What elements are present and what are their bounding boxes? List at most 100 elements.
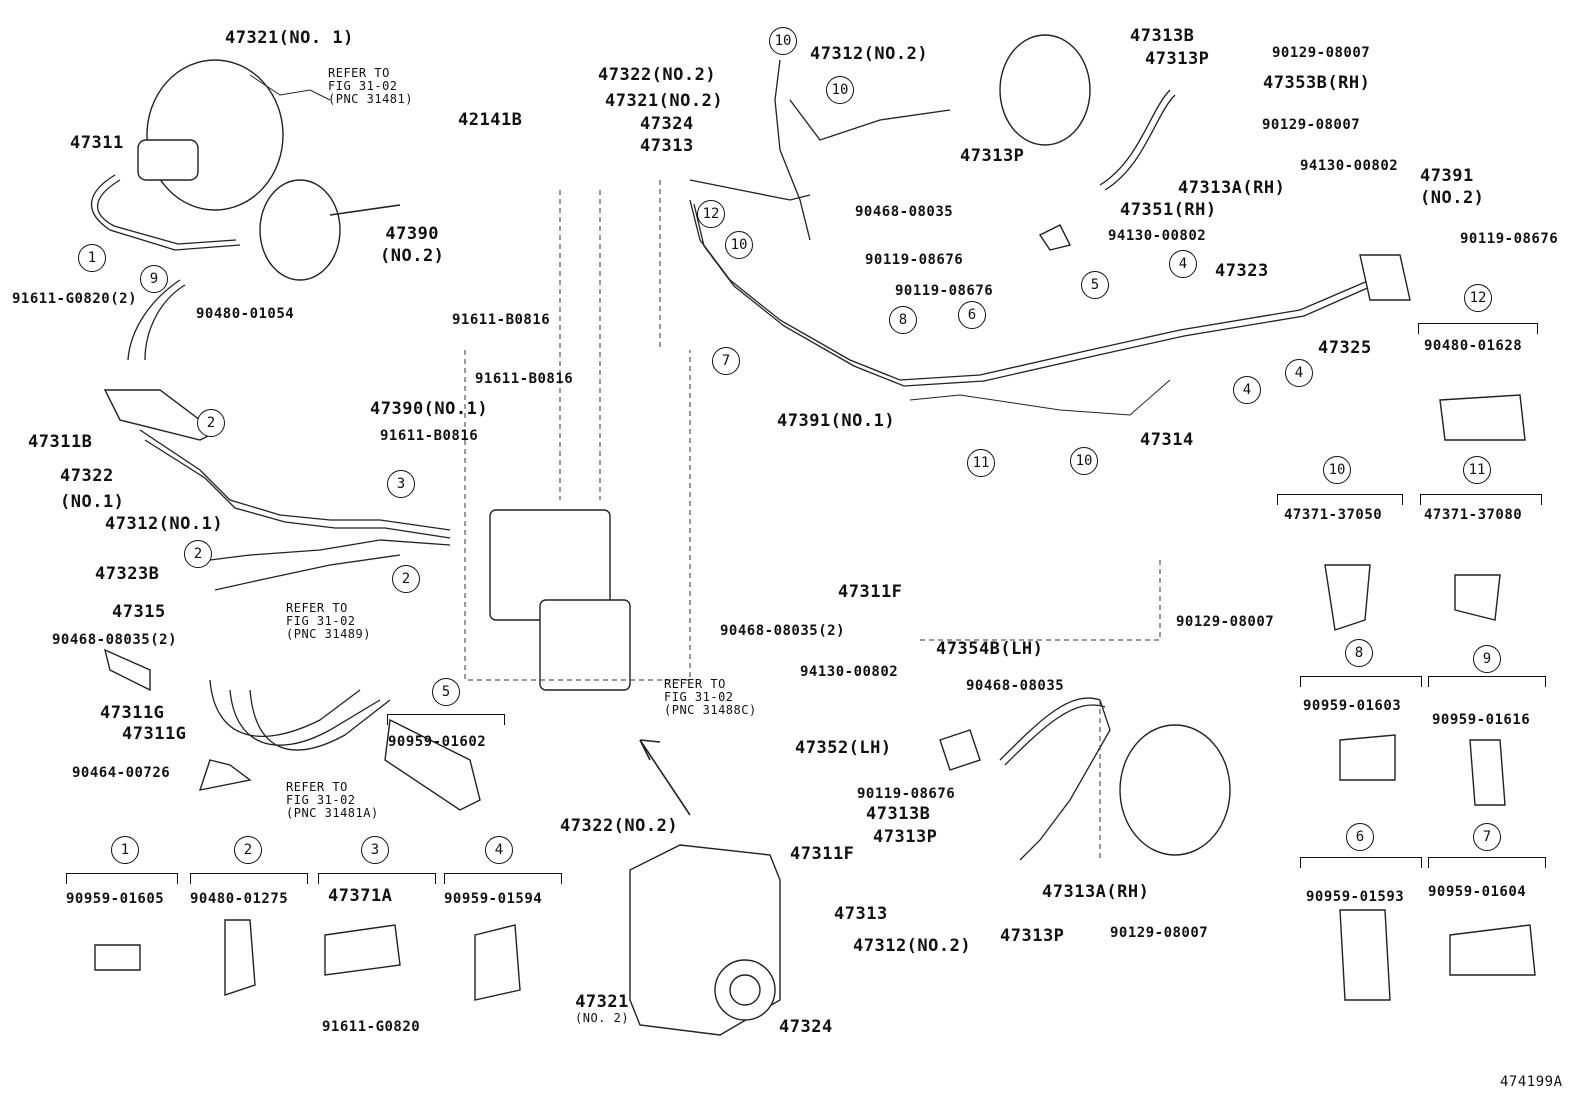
label-90959-01603: 90959-01603	[1303, 698, 1402, 714]
label-47352-lh: 47352(LH)	[795, 738, 892, 758]
label-47313-bottom: 47313	[834, 904, 888, 924]
right-brake-lines	[689, 59, 1373, 416]
callout-3-a: 3	[387, 470, 415, 498]
label-90480-01054: 90480-01054	[196, 306, 295, 322]
callout-8-a: 8	[889, 306, 917, 334]
callout-10-d: 10	[1070, 447, 1098, 475]
label-90468-08035-lower: 90468-08035	[966, 678, 1065, 694]
callout-3-detail: 3	[361, 836, 389, 864]
abs-actuator-center	[464, 180, 691, 691]
label-47322-no2-top: 47322(NO.2)	[598, 65, 717, 85]
label-91611-b0816-b: 91611-B0816	[475, 371, 574, 387]
label-47313p-lower2: 47313P	[1000, 926, 1065, 946]
right-wheel-assemblies	[920, 34, 1411, 861]
detail-bracket-2	[190, 873, 308, 884]
callout-7-a: 7	[712, 347, 740, 375]
label-47371-37080: 47371-37080	[1424, 507, 1523, 523]
label-47321-no1: 47321(NO. 1)	[225, 28, 354, 48]
detail-bracket-6	[1300, 857, 1422, 868]
label-90129-08007-c: 90129-08007	[1176, 614, 1275, 630]
label-47315: 47315	[112, 602, 166, 622]
label-47322-no1: 47322(NO.1)	[60, 466, 125, 512]
label-90464-00726: 90464-00726	[72, 765, 171, 781]
detail-bracket-9	[1428, 676, 1546, 687]
callout-6-detail: 6	[1346, 823, 1374, 851]
label-47391-no1: 47391(NO.1)	[777, 411, 896, 431]
brake-booster	[137, 59, 401, 281]
callout-11-detail: 11	[1463, 456, 1491, 484]
callout-4-c: 4	[1285, 359, 1313, 387]
label-47311b: 47311B	[28, 432, 93, 452]
label-47371-37050: 47371-37050	[1284, 507, 1383, 523]
detail-bracket-3	[318, 873, 436, 884]
callout-12-a: 12	[697, 200, 725, 228]
callout-1-detail: 1	[111, 836, 139, 864]
label-90480-01628: 90480-01628	[1424, 338, 1523, 354]
label-47313-top: 47313	[640, 136, 694, 156]
label-90119-08676-lower: 90119-08676	[857, 786, 956, 802]
label-47325: 47325	[1318, 338, 1372, 358]
label-47313p-lower1: 47313P	[873, 827, 938, 847]
label-47311g-2: 47311G	[122, 724, 187, 744]
label-47313a-rh-lower: 47313A(RH)	[1042, 882, 1150, 902]
label-47321-no2-top: 47321(NO.2)	[605, 91, 724, 111]
label-90119-08676-mid1: 90119-08676	[865, 252, 964, 268]
detail-bracket-1	[66, 873, 178, 884]
label-47312-no2-top: 47312(NO.2)	[810, 44, 929, 64]
label-90129-08007-b: 90129-08007	[1262, 117, 1361, 133]
label-47311f-mid: 47311F	[838, 582, 903, 602]
label-91611-b0816-a: 91611-B0816	[452, 312, 551, 328]
label-47313b-lower: 47313B	[866, 804, 931, 824]
callout-9-a: 9	[140, 265, 168, 293]
callout-7-detail: 7	[1473, 823, 1501, 851]
detail-bracket-10	[1277, 494, 1403, 505]
detail-bracket-12	[1418, 323, 1538, 334]
label-90468-08035-top: 90468-08035	[855, 204, 954, 220]
callout-5-a: 5	[1081, 271, 1109, 299]
label-91611-g0820-2: 91611-G0820(2)	[12, 291, 138, 307]
label-91611-b0816-c: 91611-B0816	[380, 428, 479, 444]
callout-6-a: 6	[958, 301, 986, 329]
abs-actuator-bottom	[629, 739, 781, 1036]
callout-8-detail: 8	[1345, 639, 1373, 667]
label-47322-no2-bottom: 47322(NO.2)	[560, 816, 679, 836]
label-47371a: 47371A	[328, 886, 393, 906]
label-47324-bottom: 47324	[779, 1017, 833, 1037]
label-47313a-rh-top: 47313A(RH)	[1178, 178, 1286, 198]
detail-bracket-11	[1420, 494, 1542, 505]
detail-bracket-8	[1300, 676, 1422, 687]
label-90959-01602: 90959-01602	[388, 734, 487, 750]
label-47321-no2-bottom: 47321(NO. 2)	[575, 992, 630, 1025]
callout-2-detail: 2	[234, 836, 262, 864]
label-90959-01616: 90959-01616	[1432, 712, 1531, 728]
label-90480-01275: 90480-01275	[190, 891, 289, 907]
label-90959-01593: 90959-01593	[1306, 889, 1405, 905]
label-90959-01605: 90959-01605	[66, 891, 165, 907]
label-47312-no1: 47312(NO.1)	[105, 514, 224, 534]
clip-details	[94, 394, 1536, 1001]
label-47312-no2-bottom: 47312(NO.2)	[853, 936, 972, 956]
detail-bracket-4	[444, 873, 562, 884]
label-90959-01594: 90959-01594	[444, 891, 543, 907]
callout-5-detail: 5	[432, 678, 460, 706]
callout-10-detail: 10	[1323, 456, 1351, 484]
label-42141b: 42141B	[458, 110, 523, 130]
detail-bracket-7	[1428, 857, 1546, 868]
callout-10-b: 10	[826, 76, 854, 104]
label-90129-08007-a: 90129-08007	[1272, 45, 1371, 61]
callout-2-c: 2	[392, 565, 420, 593]
label-94130-00802-b: 94130-00802	[1108, 228, 1207, 244]
label-47311g-1: 47311G	[100, 703, 165, 723]
callout-12-detail: 12	[1464, 284, 1492, 312]
label-47313p-top1: 47313P	[1145, 49, 1210, 69]
label-47323b: 47323B	[95, 564, 160, 584]
callout-2-b: 2	[184, 540, 212, 568]
callout-4-b: 4	[1233, 376, 1261, 404]
label-47313p-top2: 47313P	[960, 146, 1025, 166]
callout-4-detail: 4	[485, 836, 513, 864]
